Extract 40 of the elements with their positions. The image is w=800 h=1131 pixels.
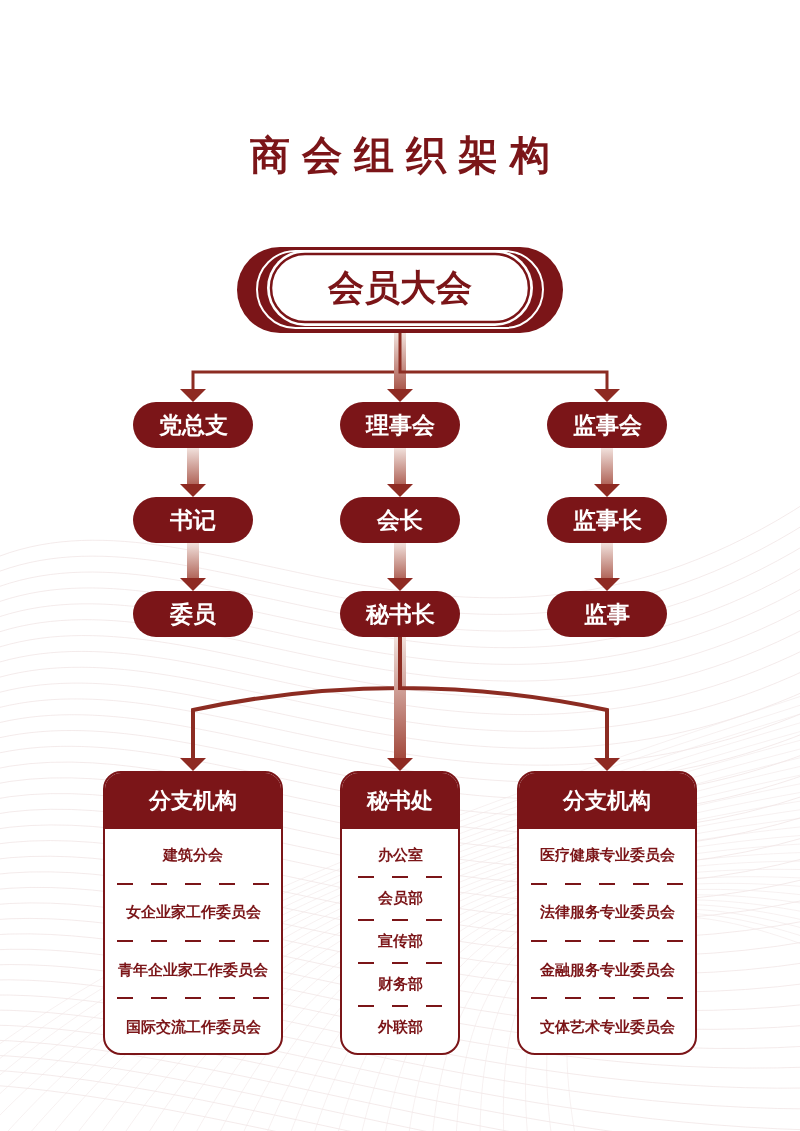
arrow bbox=[387, 448, 413, 497]
item-label: 文体艺术专业委员会 bbox=[539, 1017, 675, 1037]
item-label: 宣传部 bbox=[377, 931, 423, 951]
item-label: 女企业家工作委员会 bbox=[125, 902, 261, 923]
card-header: 分支机构 bbox=[519, 773, 695, 829]
arrow bbox=[387, 637, 413, 771]
role-pill: 监事 bbox=[547, 591, 667, 637]
item-label: 法律服务专业委员会 bbox=[539, 902, 675, 923]
arrow bbox=[180, 448, 206, 497]
card-header: 分支机构 bbox=[105, 773, 281, 829]
org-card bbox=[517, 771, 697, 1055]
arrow bbox=[398, 333, 620, 402]
item-label: 办公室 bbox=[377, 845, 423, 865]
role-pill: 会长 bbox=[340, 497, 460, 543]
arrow bbox=[387, 333, 413, 402]
arrow bbox=[594, 543, 620, 591]
banner-pill: 会员大会 bbox=[237, 247, 563, 333]
org-card bbox=[103, 771, 283, 1055]
org-card bbox=[340, 771, 460, 1055]
role-pill: 党总支 bbox=[133, 402, 253, 448]
item-label: 财务部 bbox=[377, 974, 423, 994]
role-pill: 秘书长 bbox=[340, 591, 460, 637]
item-label: 金融服务专业委员会 bbox=[539, 959, 675, 980]
item-label: 建筑分会 bbox=[163, 845, 223, 865]
arrow bbox=[594, 448, 620, 497]
arrow bbox=[387, 543, 413, 591]
role-pill: 理事会 bbox=[340, 402, 460, 448]
role-pill: 监事长 bbox=[547, 497, 667, 543]
item-label: 会员部 bbox=[377, 888, 423, 908]
card-header: 秘书处 bbox=[342, 773, 458, 829]
item-label: 青年企业家工作委员会 bbox=[118, 959, 268, 980]
role-pill: 书记 bbox=[133, 497, 253, 543]
item-label: 外联部 bbox=[377, 1017, 423, 1037]
item-label: 国际交流工作委员会 bbox=[125, 1017, 261, 1037]
arrow bbox=[398, 637, 620, 771]
role-pill: 监事会 bbox=[547, 402, 667, 448]
page-title: 商会组织架构 bbox=[249, 130, 562, 180]
role-pill: 委员 bbox=[133, 591, 253, 637]
item-label: 医疗健康专业委员会 bbox=[539, 845, 675, 865]
arrow bbox=[180, 543, 206, 591]
